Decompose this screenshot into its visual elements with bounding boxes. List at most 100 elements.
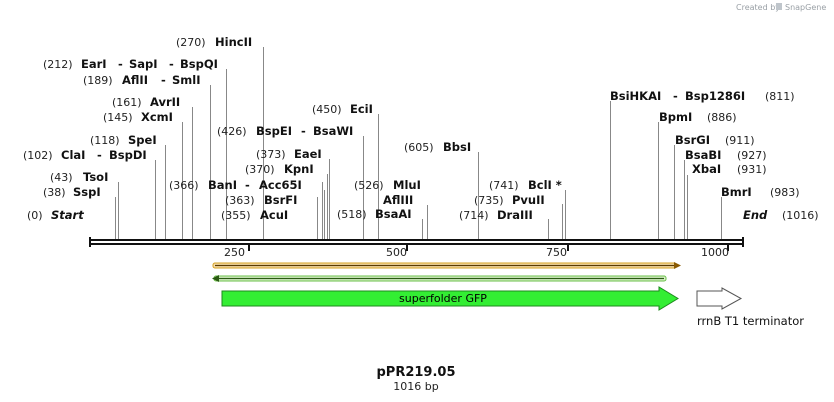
- feature-label: superfolder GFP: [399, 292, 487, 305]
- site-tso-i: (43) TsoI: [50, 170, 108, 184]
- site-position: (605): [404, 141, 434, 154]
- site-position: (426): [217, 125, 247, 138]
- credit-text: Created by: [736, 3, 780, 12]
- site-position: (370): [245, 163, 275, 176]
- ruler-label-750: 750: [546, 246, 567, 259]
- ruler-tick-750: [567, 245, 569, 251]
- map-length: 1016 bp: [393, 380, 438, 393]
- site-enzyme-name: BanI: [208, 178, 237, 192]
- end-position: (1016): [782, 209, 819, 222]
- site-position: (931): [737, 163, 767, 176]
- site-enzyme-name: SmlI: [172, 73, 201, 87]
- feature-arrow: [221, 286, 679, 311]
- feature-label: rrnB T1 terminator: [697, 314, 804, 328]
- backbone-start-cap: [89, 237, 91, 247]
- site-enzyme-name: SspI: [73, 185, 101, 199]
- site-position: (363): [225, 194, 255, 207]
- site-enzyme-name: AcuI: [260, 208, 288, 222]
- site-enzyme-name: Bsp1286I: [685, 89, 745, 103]
- site-position: (373): [256, 148, 286, 161]
- site-position: (714): [459, 209, 489, 222]
- site-bsr-fi: (363) BsrFI: [225, 193, 297, 207]
- site-enzyme-name: EaeI: [294, 147, 322, 161]
- site-enzyme-name: BsrFI: [264, 193, 297, 207]
- feature-arrow: [696, 287, 743, 310]
- site-kpn-i: (370) KpnI: [245, 162, 314, 176]
- site-enzyme-name: BclI *: [528, 178, 562, 192]
- site-ssp-i: (38) SspI: [43, 185, 101, 199]
- ruler-tick-250: [248, 245, 250, 251]
- site-position: (355): [221, 209, 251, 222]
- backbone-top-line: [90, 239, 744, 241]
- site-bsp-ei: (426) BspEI - BsaWI: [217, 124, 353, 138]
- site-position: (927): [737, 149, 767, 162]
- site-bcl-i: (741) BclI *: [489, 178, 562, 192]
- site-enzyme-name: BpmI: [659, 110, 692, 124]
- orf-reverse-arrow-icon: [212, 275, 219, 282]
- site-position: (270): [176, 36, 206, 49]
- start-position: (0): [27, 209, 43, 222]
- site-bbs-i: (605) BbsI: [404, 140, 471, 154]
- site-enzyme-name: BspDI: [109, 148, 147, 162]
- site-position: (735): [474, 194, 504, 207]
- site-bsa-ai: (518) BsaAI: [337, 207, 412, 221]
- site-position: (983): [770, 186, 800, 199]
- site-separator: -: [169, 57, 174, 71]
- site-separator: -: [97, 148, 102, 162]
- site-position: (118): [90, 134, 120, 147]
- end-marker: End (1016): [743, 208, 819, 222]
- start-marker: (0) Start: [27, 208, 84, 222]
- feature-superfolder-gfp: superfolder GFP: [221, 286, 679, 311]
- site-enzyme-name: BsrGI: [675, 133, 710, 147]
- site-enzyme-name: DraIII: [497, 208, 533, 222]
- ruler-label-1000: 1000: [701, 246, 729, 259]
- site-ear-i: (212) EarI - SapI - BspQI: [43, 57, 218, 71]
- site-bpm-i: BpmI (886): [659, 110, 737, 124]
- site-separator: -: [118, 57, 123, 71]
- site-hinc-ii: (270) HincII: [176, 35, 252, 49]
- orf-forward: [212, 262, 681, 269]
- site-enzyme-name: EciI: [350, 102, 373, 116]
- site-enzyme-name: HincII: [215, 35, 252, 49]
- backbone-end-cap: [742, 237, 744, 247]
- backbone-bottom-line: [90, 243, 744, 245]
- site-enzyme-name: ClaI: [61, 148, 85, 162]
- site-enzyme-name: XbaI: [692, 162, 721, 176]
- site-position: (518): [337, 208, 367, 221]
- site-leaders: [115, 47, 722, 239]
- site-enzyme-name: SpeI: [128, 133, 157, 147]
- backbone: [89, 237, 744, 247]
- site-position: (741): [489, 179, 519, 192]
- site-bsi-hkai: BsiHKAI - Bsp1286I (811): [610, 89, 795, 103]
- site-position: (161): [112, 96, 142, 109]
- site-separator: -: [673, 89, 678, 103]
- site-labels: (38) SspI (43) TsoI (102) ClaI - BspDI (…: [23, 35, 800, 222]
- start-label: Start: [51, 208, 84, 222]
- site-position: (189): [83, 74, 113, 87]
- orf-forward-arrow-icon: [674, 262, 681, 269]
- ruler: 250 500 750 1000: [224, 245, 729, 259]
- snapgene-credit: Created by SnapGene: [736, 3, 826, 12]
- site-separator: -: [245, 178, 250, 192]
- site-position: (102): [23, 149, 53, 162]
- site-position: (43): [50, 171, 73, 184]
- snapgene-logo-icon: [776, 3, 782, 10]
- site-enzyme-name: BspEI: [256, 124, 292, 138]
- site-position: (811): [765, 90, 795, 103]
- orf-reverse: [212, 275, 667, 282]
- site-enzyme-name: MluI: [393, 178, 421, 192]
- site-xba-i: XbaI (931): [692, 162, 767, 176]
- site-position: (911): [725, 134, 755, 147]
- site-acu-i: (355) AcuI: [221, 208, 288, 222]
- site-cla-i: (102) ClaI - BspDI: [23, 148, 147, 162]
- end-label: End: [743, 208, 768, 222]
- site-enzyme-name: EarI: [81, 57, 107, 71]
- site-enzyme-name: AflIII: [383, 193, 413, 207]
- site-enzyme-name: AvrII: [150, 95, 180, 109]
- site-separator: -: [301, 124, 306, 138]
- site-position: (366): [169, 179, 199, 192]
- site-position: (212): [43, 58, 73, 71]
- site-eae-i: (373) EaeI: [256, 147, 322, 161]
- site-spe-i: (118) SpeI: [90, 133, 157, 147]
- site-enzyme-name: BsaAI: [375, 207, 412, 221]
